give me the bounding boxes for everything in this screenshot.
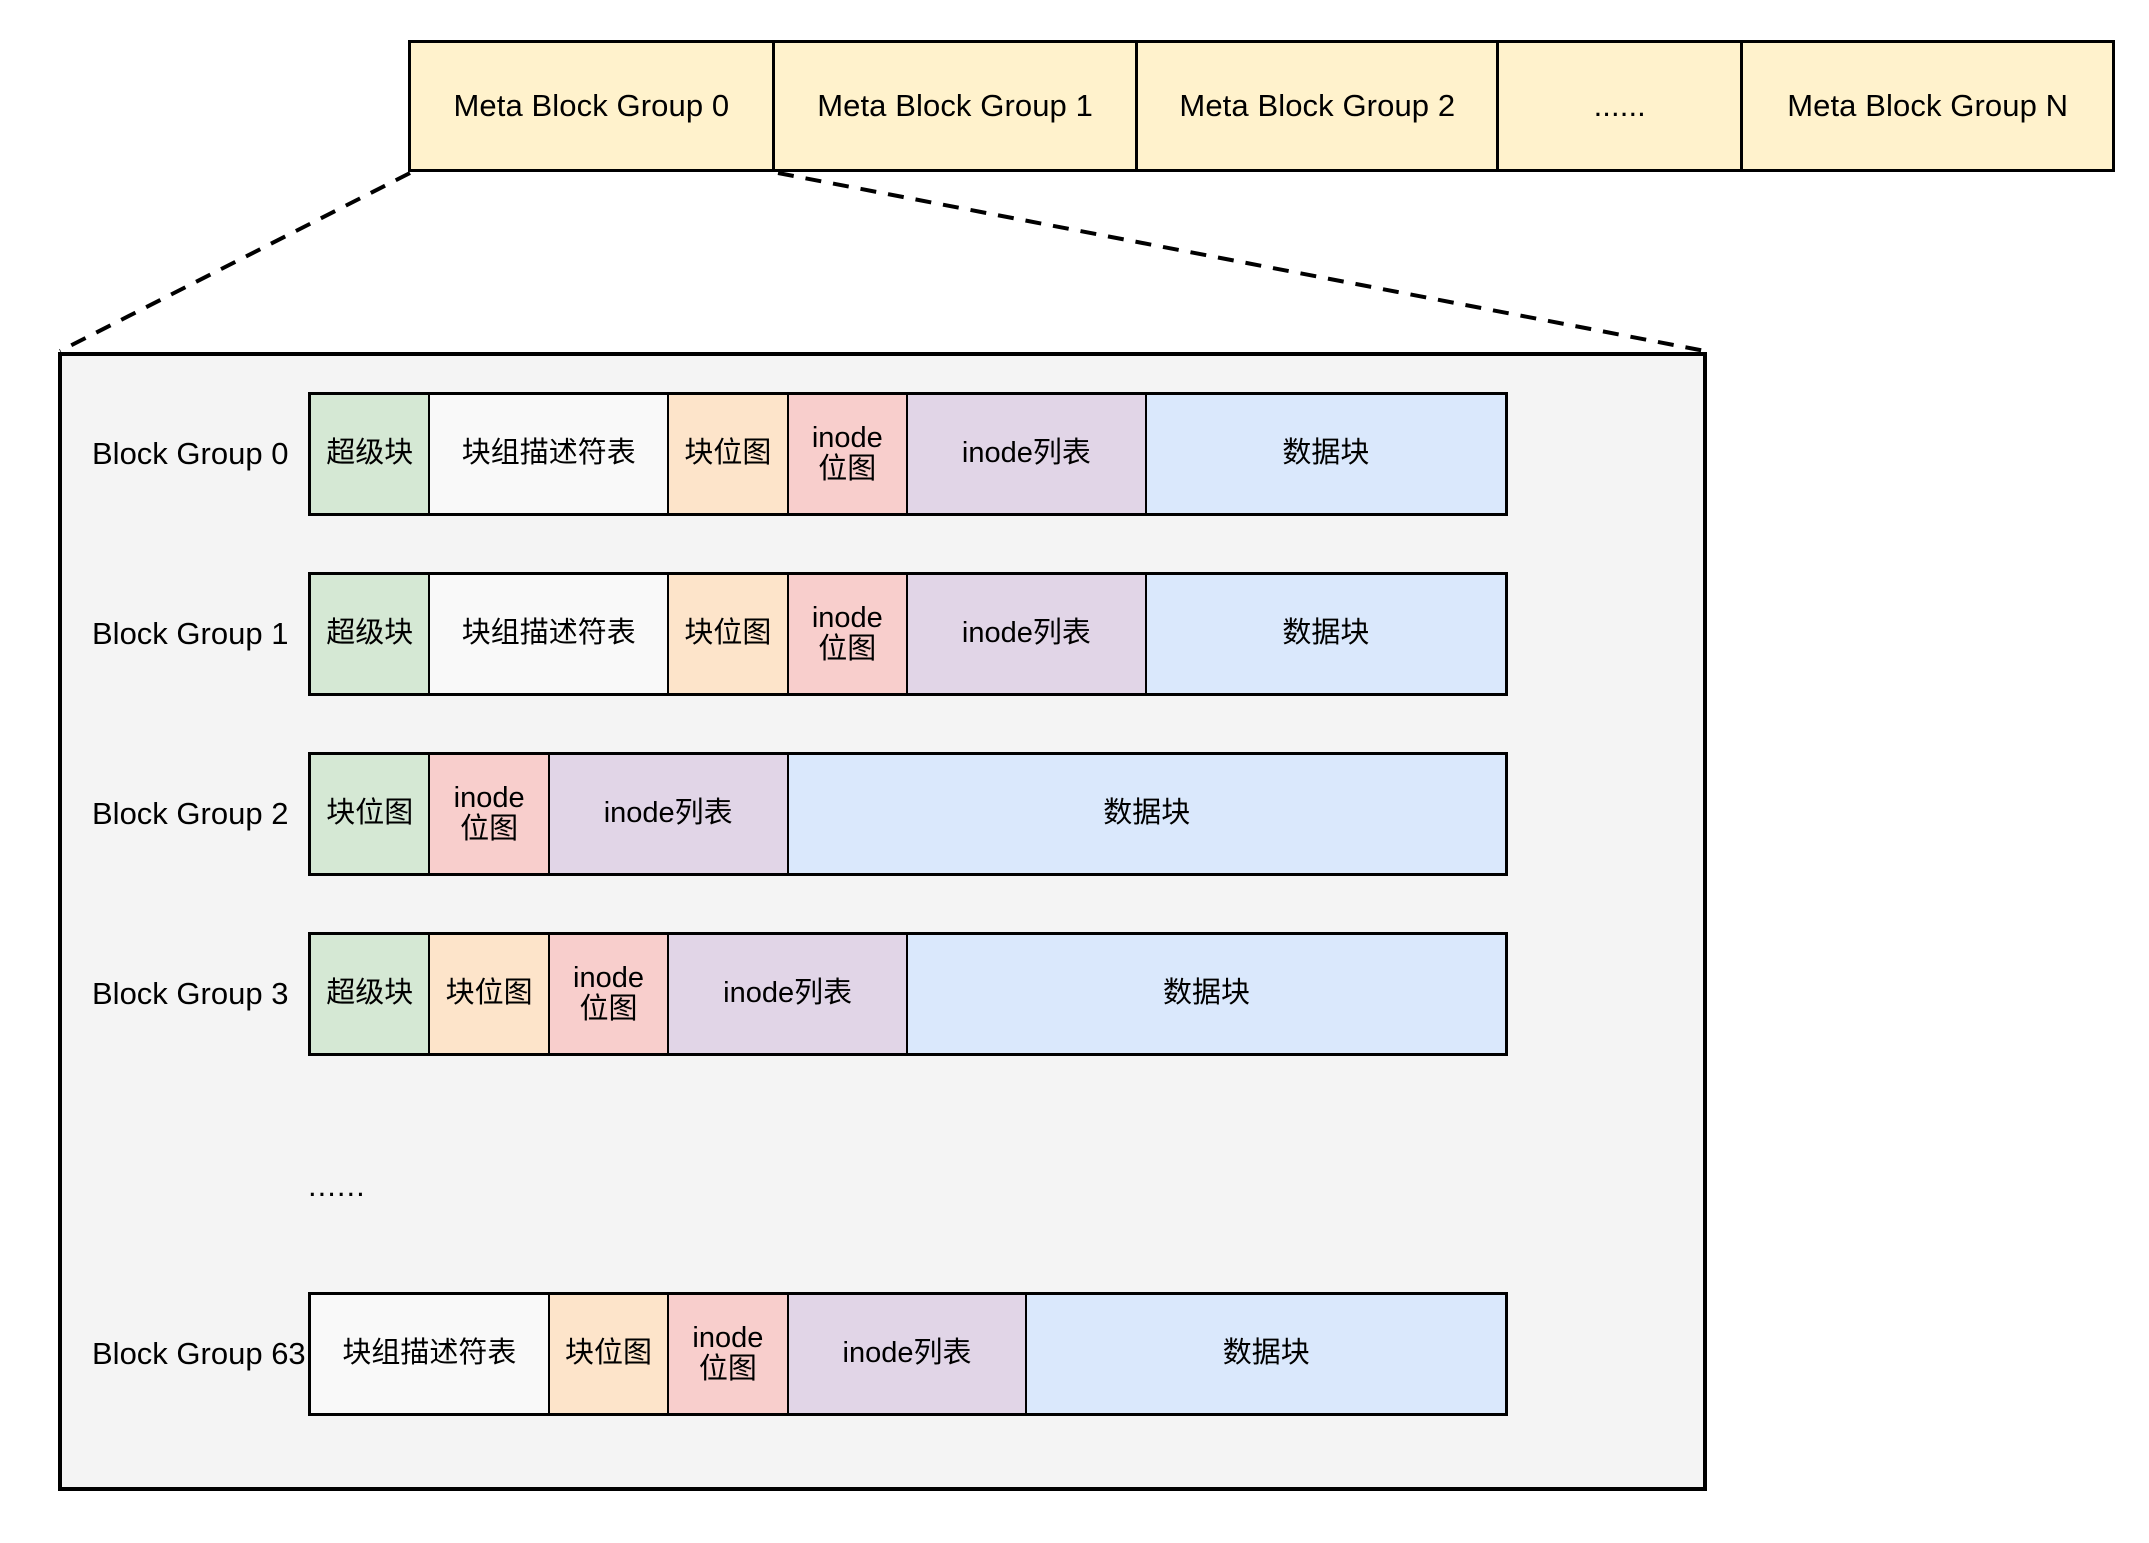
meta-block-group-1-cell: Meta Block Group 1 (774, 43, 1139, 169)
segment-data-blocks: 数据块 (908, 935, 1505, 1053)
segment-group-descriptor-table: 块组描述符表 (311, 1295, 550, 1413)
segment-block-bitmap: 块位图 (549, 1295, 670, 1413)
meta-block-group-n-cell: Meta Block Group N (1743, 43, 2112, 169)
meta-block-group-1-label: Meta Block Group 1 (817, 88, 1093, 123)
segment-inode-table: inode列表 (908, 575, 1147, 693)
meta-block-group-ellipsis-label: ...... (1593, 88, 1646, 123)
meta-block-group-ellipsis-cell: ...... (1499, 43, 1744, 169)
segment-block-bitmap: 块位图 (311, 755, 431, 873)
block-group-1-label: Block Group 1 (92, 616, 289, 651)
segment-inode-table: inode列表 (788, 1295, 1028, 1413)
connector-line-right (777, 171, 1706, 353)
block-group-0-label: Block Group 0 (92, 436, 289, 471)
segment-inode-table: inode列表 (908, 395, 1147, 513)
segment-group-descriptor-table: 块组描述符表 (430, 575, 670, 693)
meta-block-group-2-cell: Meta Block Group 2 (1138, 43, 1500, 169)
segment-superblock: 超级块 (311, 395, 431, 513)
segment-block-bitmap: 块位图 (669, 395, 789, 513)
segment-data-blocks: 数据块 (788, 755, 1505, 873)
meta-block-group-2-label: Meta Block Group 2 (1179, 88, 1456, 123)
block-group-ellipsis: ...... (308, 1168, 366, 1203)
segment-block-bitmap: 块位图 (430, 935, 550, 1053)
segment-superblock: 超级块 (311, 575, 431, 693)
segment-group-descriptor-table: 块组描述符表 (430, 395, 670, 513)
segment-data-blocks: 数据块 (1146, 395, 1505, 513)
segment-data-blocks: 数据块 (1146, 575, 1505, 693)
meta-block-group-0-cell: Meta Block Group 0 (411, 43, 775, 169)
segment-data-blocks: 数据块 (1027, 1295, 1505, 1413)
segment-superblock: 超级块 (311, 935, 431, 1053)
meta-block-group-strip: Meta Block Group 0 Meta Block Group 1 Me… (408, 40, 2115, 172)
block-group-3-label: Block Group 3 (92, 976, 289, 1011)
segment-inode-table: inode列表 (549, 755, 789, 873)
segment-inode-table: inode列表 (669, 935, 909, 1053)
block-group-2-label: Block Group 2 (92, 796, 289, 831)
connector-line-left (59, 171, 411, 353)
block-group-63-label: Block Group 63 (92, 1336, 306, 1371)
meta-block-group-n-label: Meta Block Group N (1787, 88, 2069, 123)
meta-block-group-0-label: Meta Block Group 0 (453, 88, 730, 123)
segment-block-bitmap: 块位图 (669, 575, 789, 693)
